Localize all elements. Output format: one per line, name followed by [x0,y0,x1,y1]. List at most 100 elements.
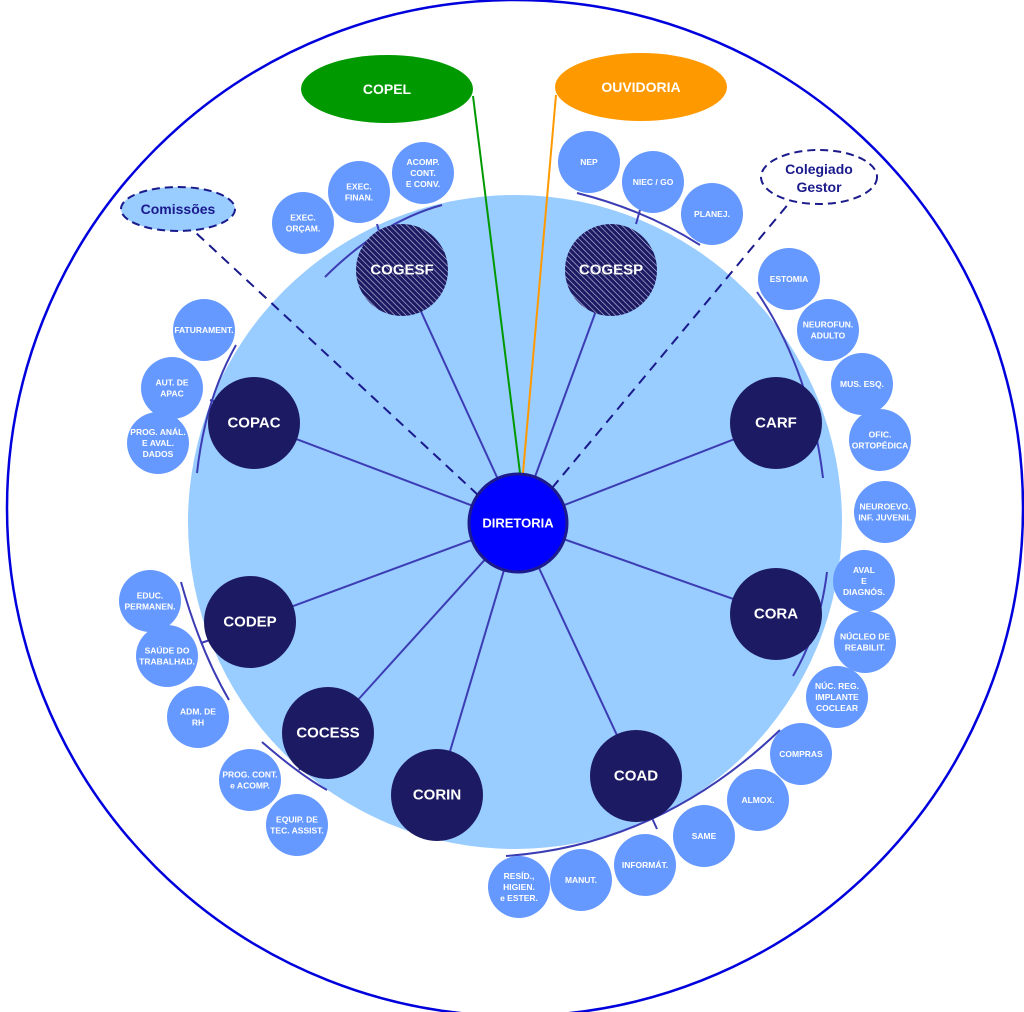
sub-node-label: ORÇAM. [286,224,320,234]
sub-node-cogesp-2[interactable]: PLANEJ. [681,183,743,245]
main-node-label: CARF [755,415,797,432]
ouvidoria-node[interactable]: OUVIDORIA [555,53,727,121]
brackets [180,192,828,857]
main-node-cogesp[interactable]: COGESP [565,224,657,316]
diretoria-node[interactable]: DIRETORIA [467,472,569,574]
main-node-shape [590,730,682,822]
comissoes-shape [120,186,236,232]
main-node-corin[interactable]: CORIN [391,749,483,841]
sub-node-label: e ACOMP. [230,781,270,791]
main-node-label: COCESS [296,725,359,742]
sub-node-label: ESTOMIA [770,274,809,284]
sub-node-shape [854,481,916,543]
sub-node-label: APAC [160,389,183,399]
sub-node-shape [558,131,620,193]
sub-node-label: MANUT. [565,875,597,885]
sub-node-carf-1[interactable]: NEUROFUN.ADULTO [797,299,859,361]
sub-node-label: INF. JUVENIL [858,513,911,523]
sub-node-label: ACOMP. [407,157,440,167]
sub-node-shape [797,299,859,361]
sub-node-shape [758,248,820,310]
sub-node-carf-3[interactable]: OFIC.ORTOPÉDICA [849,409,911,471]
connector-ouvidoria [522,94,557,474]
main-node-carf[interactable]: CARF [730,377,822,469]
sub-node-label: TRABALHAD. [139,657,195,667]
diretoria-shape [467,472,569,574]
sub-node-shape [127,412,189,474]
sub-node-cocess-0[interactable]: PROG. CONT.e ACOMP. [219,749,281,811]
sub-node-cogesp-1[interactable]: NIEC / GO [622,151,684,213]
sub-node-copac-2[interactable]: PROG. ANÁL.E AVAL.DADOS [127,412,189,474]
sub-node-cogesf-2[interactable]: ACOMP.CONT.E CONV. [392,142,454,204]
sub-node-carf-2[interactable]: MUS. ESQ. [831,353,893,415]
sub-node-label: EXEC. [346,182,372,192]
sub-node-coad-5[interactable]: RESÍD.,HIGIEN.e ESTER. [488,856,550,918]
sub-node-copac-0[interactable]: FATURAMENT. [173,299,235,361]
sub-node-label: PERMANEN. [124,602,175,612]
bracket-tick-coad [651,817,658,830]
main-node-cogesf[interactable]: COGESF [356,224,448,316]
main-node-shape [204,576,296,668]
sub-node-label: CONT. [410,168,436,178]
sub-node-label: DIAGNÓS. [843,586,885,597]
sub-node-label: RH [192,718,204,728]
bracket-copac [196,344,237,474]
sub-node-coad-1[interactable]: ALMOX. [727,769,789,831]
sub-node-shape [136,625,198,687]
sub-node-label: ADM. DE [180,707,216,717]
sub-node-shape [831,353,893,415]
main-node-label: COGESP [579,262,643,279]
colegiado-gestor-node[interactable]: Colegiado Gestor [760,149,878,205]
bracket-tick-cogesp [635,209,641,225]
sub-node-cogesf-1[interactable]: EXEC.FINAN. [328,161,390,223]
colegiado-shape [760,149,878,205]
copel-shape [301,55,473,123]
main-node-shape [565,224,657,316]
sub-node-coad-4[interactable]: MANUT. [550,849,612,911]
sub-node-shape [770,723,832,785]
sub-nodes: EXEC.ORÇAM.EXEC.FINAN.ACOMP.CONT.E CONV.… [119,131,916,918]
sub-node-carf-0[interactable]: ESTOMIA [758,248,820,310]
sub-node-label: NEUROEVO. [859,502,910,512]
sub-node-coad-2[interactable]: SAME [673,805,735,867]
main-node-cocess[interactable]: COCESS [282,687,374,779]
sub-node-cogesf-0[interactable]: EXEC.ORÇAM. [272,192,334,254]
sub-node-codep-0[interactable]: EDUC.PERMANEN. [119,570,181,632]
connector-copel [472,95,521,474]
main-node-codep[interactable]: CODEP [204,576,296,668]
sub-node-label: E CONV. [406,179,440,189]
sub-node-coad-3[interactable]: INFORMÁT. [614,834,676,896]
sub-node-shape [550,849,612,911]
main-node-copac[interactable]: COPAC [208,377,300,469]
copel-node[interactable]: COPEL [301,55,473,123]
main-node-label: CODEP [223,614,276,631]
sub-node-label: RESÍD., [504,871,535,881]
sub-node-carf-4[interactable]: NEUROEVO.INF. JUVENIL [854,481,916,543]
sub-node-coad-0[interactable]: COMPRAS [770,723,832,785]
sub-node-label: NÚCLEO DE [840,631,890,642]
sub-node-label: ORTOPÉDICA [852,441,909,451]
sub-node-label: FINAN. [345,193,373,203]
colegiado-label-line1: Colegiado [785,161,853,177]
bracket-cogesp [576,192,701,246]
main-node-coad[interactable]: COAD [590,730,682,822]
sub-node-label: E AVAL. [142,438,174,448]
sub-node-label: NEP [580,157,598,167]
copel-label: COPEL [363,81,412,97]
main-node-shape [391,749,483,841]
sub-node-shape [141,357,203,419]
colegiado-label-line2: Gestor [796,179,842,195]
main-node-shape [208,377,300,469]
sub-node-cogesp-0[interactable]: NEP [558,131,620,193]
main-node-cora[interactable]: CORA [730,568,822,660]
sub-node-label: COCLEAR [816,703,858,713]
comissoes-node[interactable]: Comissões [120,186,236,232]
main-node-label: COGESF [370,262,433,279]
